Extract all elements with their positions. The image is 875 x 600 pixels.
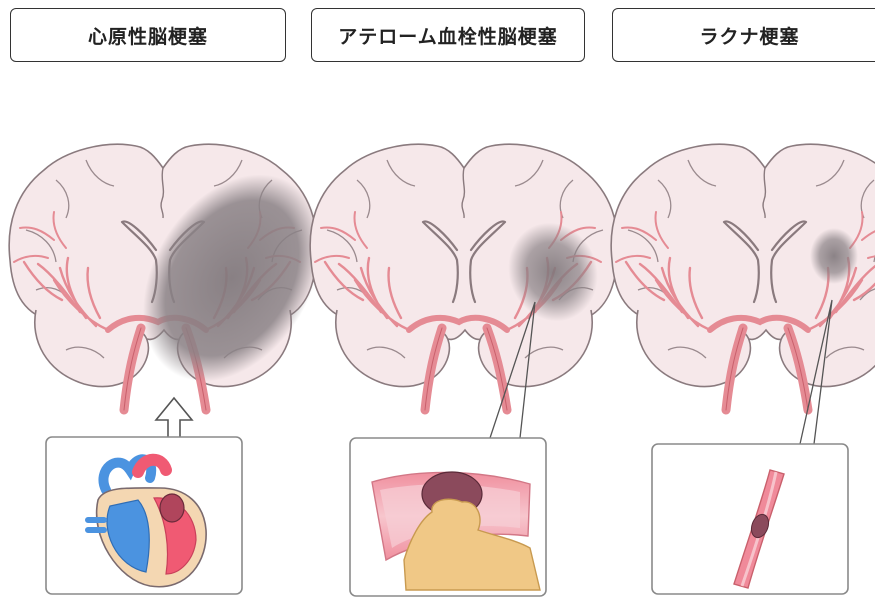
small-infarct-area (810, 228, 858, 284)
lacunar-brain (611, 144, 875, 410)
atherothrombotic-brain (310, 144, 618, 410)
cardioembolic-brain (9, 142, 357, 415)
thrombus (160, 494, 184, 522)
